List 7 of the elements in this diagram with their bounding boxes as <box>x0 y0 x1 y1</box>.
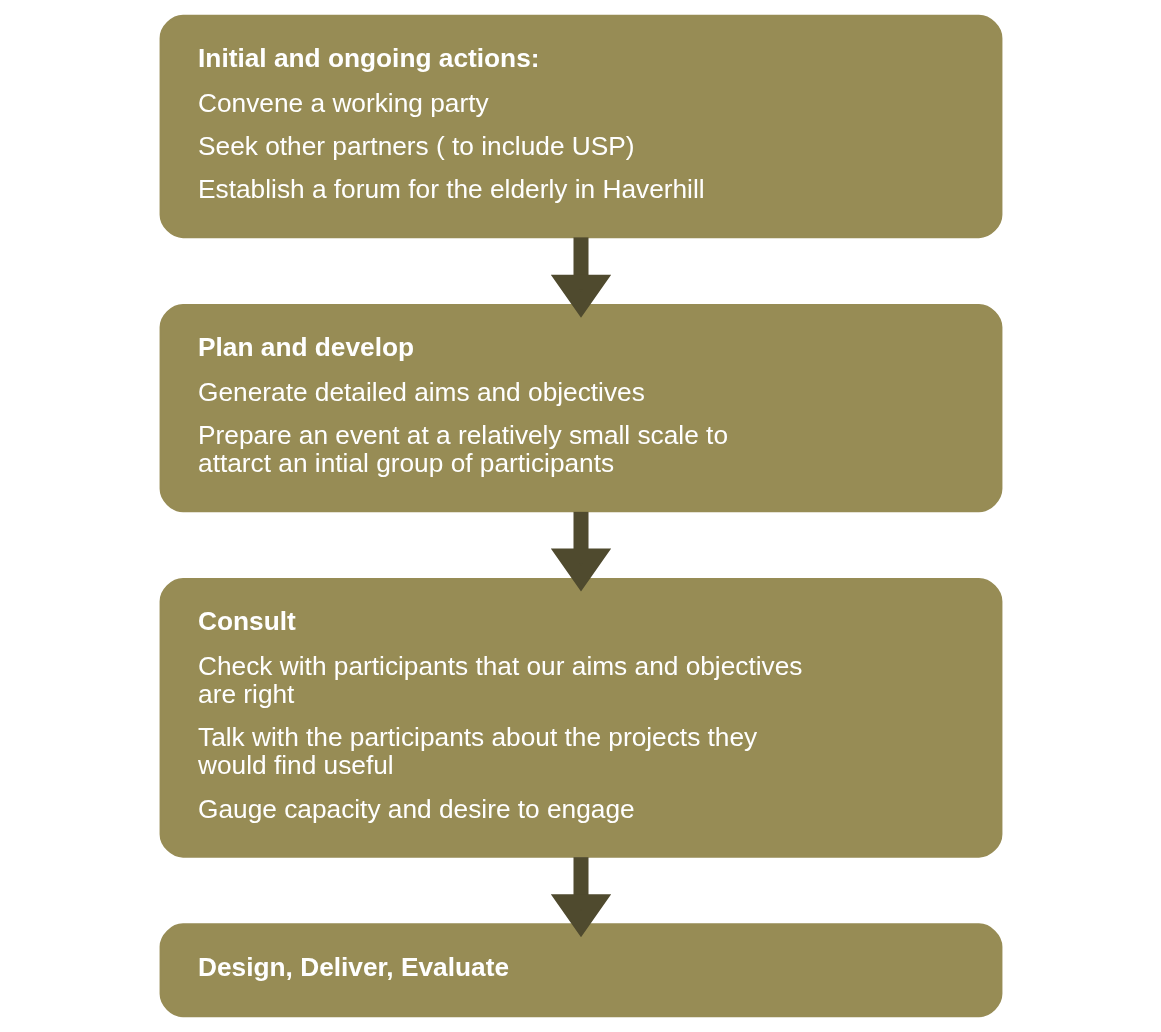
node-box: Design, Deliver, Evaluate <box>159 923 1002 1018</box>
arrow <box>550 237 611 318</box>
node-box: Plan and develop Generate detailed aims and objectives Prepare an event at a relatively small scale to attarct an intial group of participants <box>159 303 1002 513</box>
node-box: Initial and ongoing actions: Convene a working party Seek other partners ( to include USP) Establish a forum for the elderly in Haverhill <box>159 14 1002 239</box>
arrow <box>550 511 611 592</box>
node-box: Consult Check with participants that our aims and objectives are right Talk with the participants about the projects they would find useful Gauge capacity and desire to engage <box>159 577 1002 858</box>
arrow <box>550 857 611 938</box>
